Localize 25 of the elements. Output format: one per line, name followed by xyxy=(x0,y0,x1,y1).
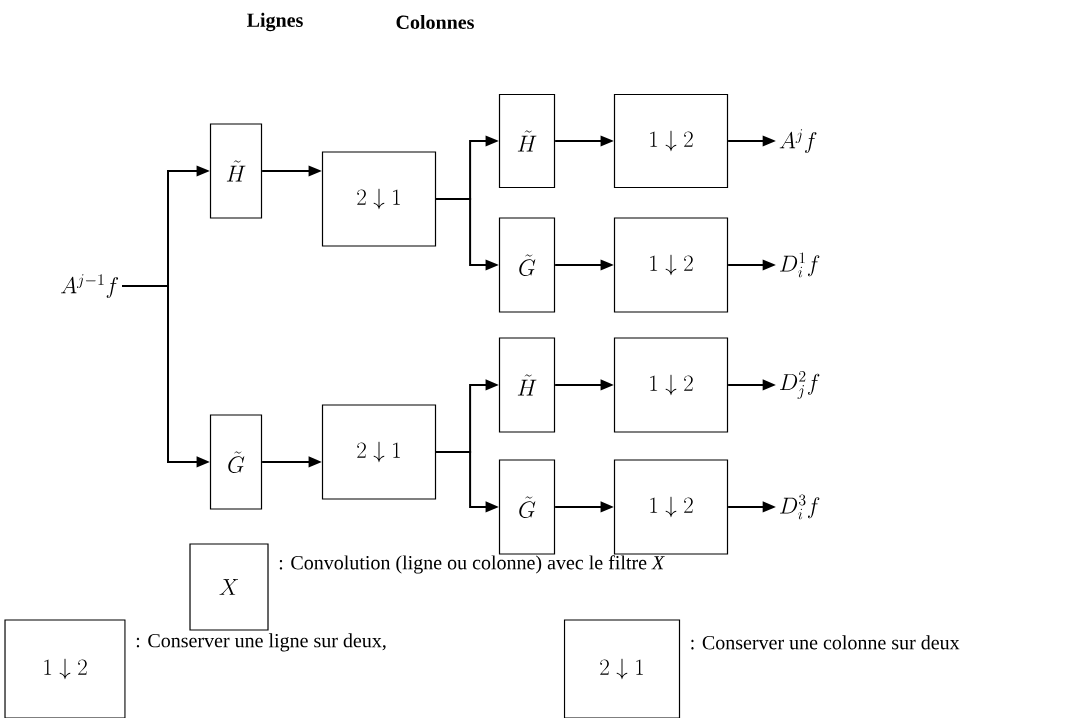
legend-box: $1\downarrow 2$ xyxy=(4,619,126,718)
legend-text: : Convolution (ligne ou colonne) avec le filtre X xyxy=(279,555,665,574)
signal-label: $A^{j-1}f$ xyxy=(61,274,119,298)
downsampling-box: $1\downarrow 2$ xyxy=(613,459,729,555)
output-label: $A^{j}f$ xyxy=(779,129,817,153)
filter-box: $\tilde{G}$ xyxy=(498,217,556,313)
output-label: $D_j^2f$ xyxy=(780,370,820,399)
filter-box: $\tilde{H}$ xyxy=(498,93,556,189)
legend-text: : Conserver une ligne sur deux, xyxy=(136,633,386,652)
filter-box: $\tilde{H}$ xyxy=(209,123,263,219)
filter-box: $\tilde{G}$ xyxy=(498,459,556,555)
output-label: $D_i^1f$ xyxy=(780,252,820,278)
downsampling-box: $1\downarrow 2$ xyxy=(613,93,729,189)
filter-box: $\tilde{H}$ xyxy=(498,337,556,433)
column-heading: Lignes xyxy=(247,12,303,32)
downsampling-box: $1\downarrow 2$ xyxy=(613,217,729,313)
downsampling-box: $1\downarrow 2$ xyxy=(613,337,729,433)
legend-text: : Conserver une colonne sur deux xyxy=(691,635,960,650)
downsampling-box: $2\downarrow 1$ xyxy=(321,404,437,500)
column-heading: Colonnes xyxy=(396,15,474,30)
downsampling-box: $2\downarrow 1$ xyxy=(321,151,437,247)
legend-box: $2\downarrow 1$ xyxy=(563,619,681,718)
output-label: $D_i^3f$ xyxy=(780,494,820,520)
filter-box: $\tilde{G}$ xyxy=(209,414,263,510)
legend-box: $X$ xyxy=(189,543,269,631)
